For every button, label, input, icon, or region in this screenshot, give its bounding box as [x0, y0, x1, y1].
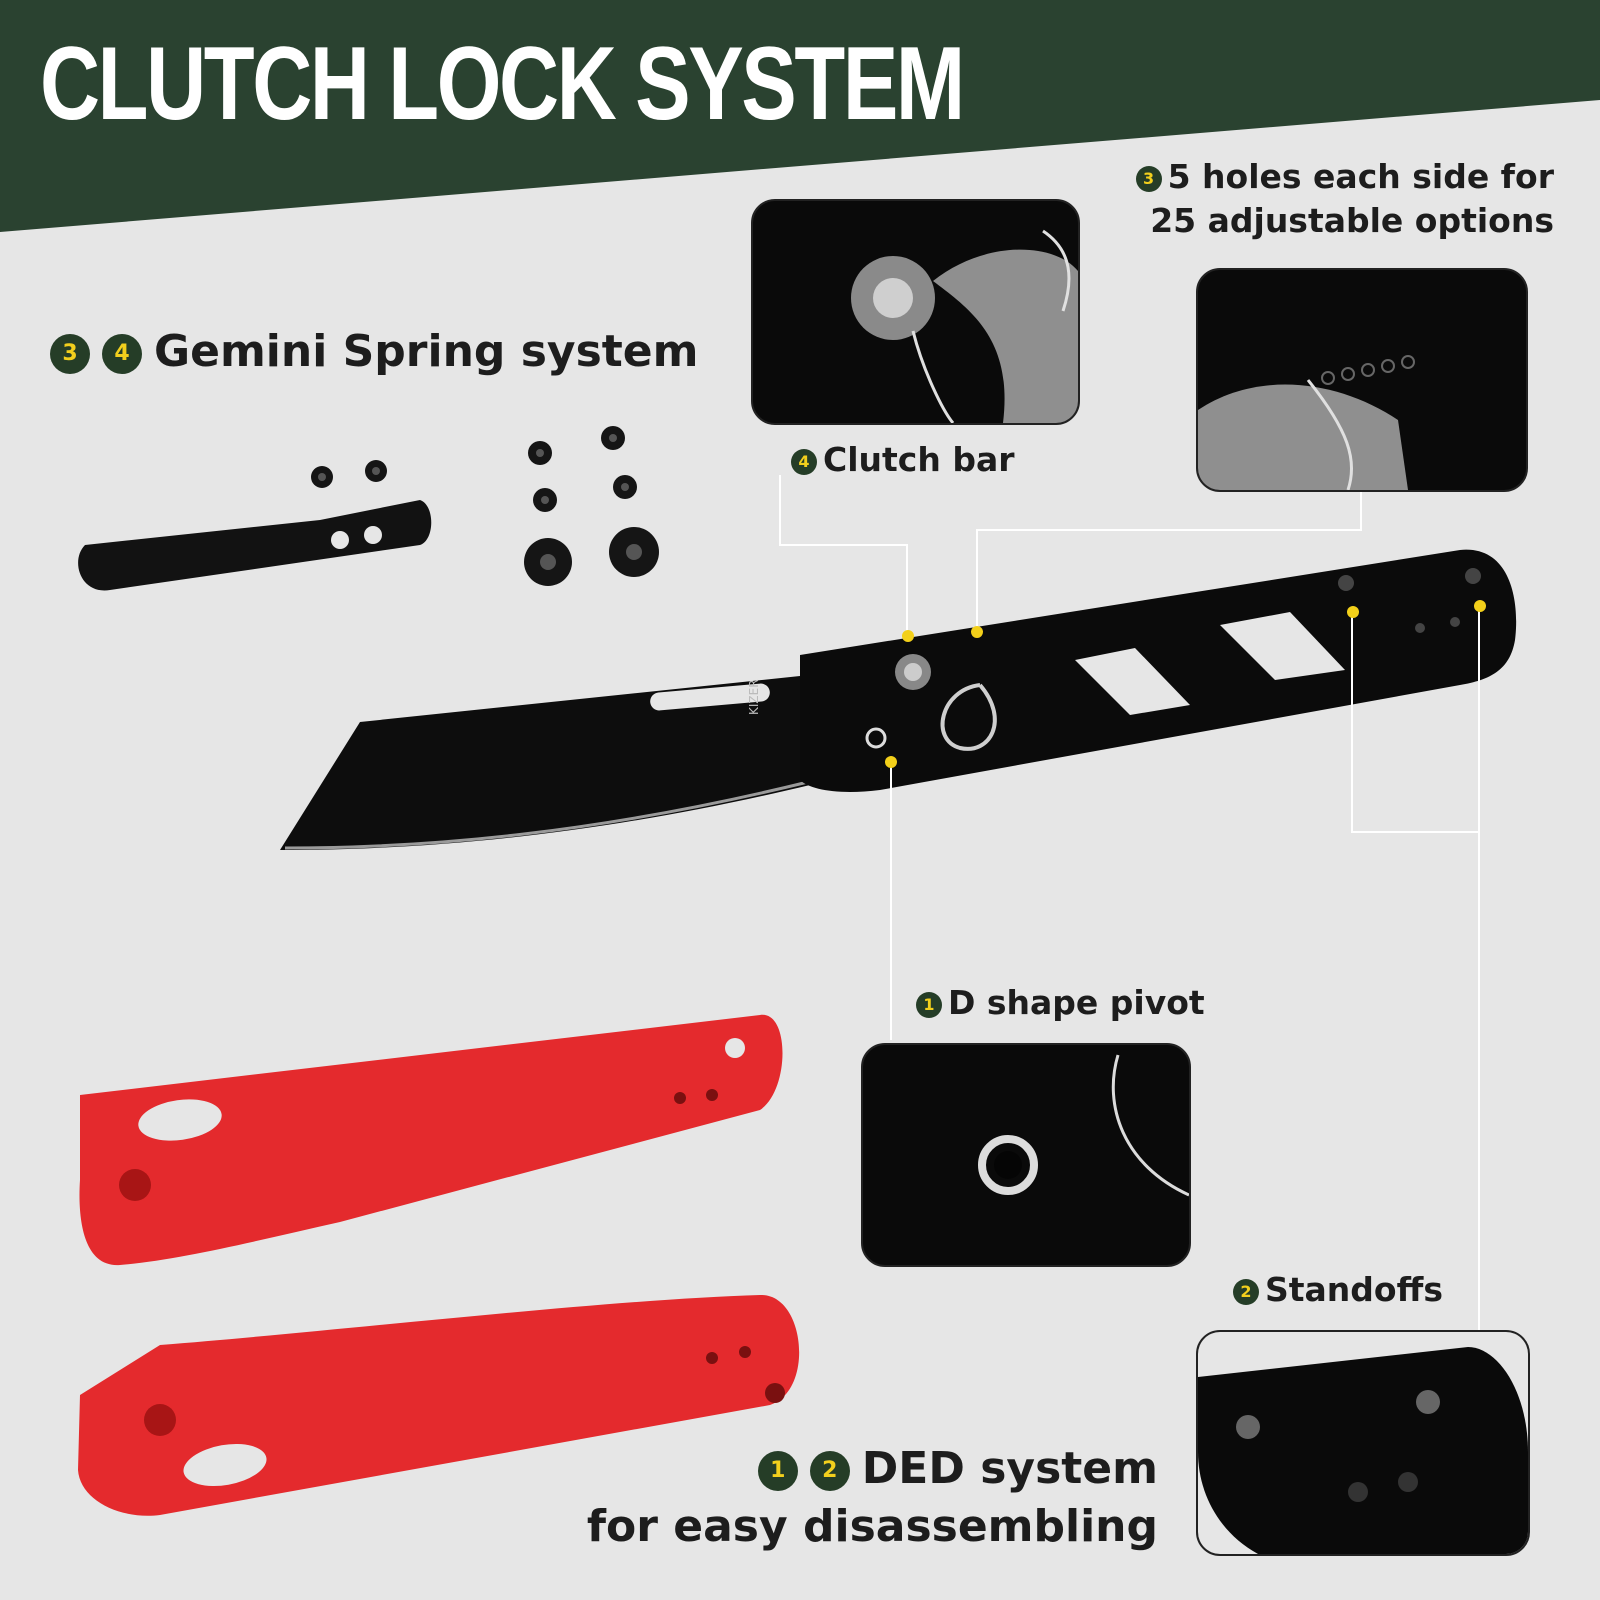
- badge-1: 1: [757, 1451, 798, 1491]
- inset-standoffs: [1196, 1330, 1530, 1556]
- inset-spring-holes: [1196, 268, 1528, 492]
- holes-line-2: 25 adjustable options: [1150, 201, 1554, 240]
- marker-dot-holes: [971, 626, 983, 638]
- connector-lines: [779, 475, 1480, 1338]
- ded-line-2: for easy disassembling: [586, 1501, 1158, 1552]
- pocket-clip-image: [78, 500, 432, 591]
- title-banner: [0, 0, 1600, 232]
- ded-line-1: DED system: [861, 1443, 1158, 1494]
- red-handle-scale-bottom: [78, 1294, 800, 1516]
- knife-logo: KIZER: [747, 679, 761, 715]
- badge-1: 1: [916, 991, 942, 1018]
- red-handle-scale-top: [79, 1014, 783, 1266]
- marker-dot-standoff-1: [1347, 606, 1359, 618]
- inset-d-shape-pivot: [861, 1043, 1191, 1267]
- inset-clutch-bar: [751, 199, 1080, 425]
- knife-image: [280, 549, 1517, 850]
- standoffs-text: Standoffs: [1265, 1270, 1443, 1309]
- badge-4: 4: [102, 334, 142, 374]
- d-pivot-text: D shape pivot: [948, 983, 1205, 1022]
- marker-dot-clutch: [902, 630, 914, 642]
- badge-2: 2: [809, 1451, 850, 1491]
- screws-image: [311, 426, 659, 586]
- marker-dot-pivot: [885, 756, 897, 768]
- badge-2: 2: [1233, 1278, 1259, 1305]
- badge-4: 4: [791, 448, 817, 475]
- badge-3: 3: [50, 334, 90, 374]
- badge-3: 3: [1135, 165, 1162, 192]
- gemini-spring-text: Gemini Spring system: [154, 326, 699, 377]
- holes-line-1: 5 holes each side for: [1167, 157, 1554, 196]
- clutch-bar-text: Clutch bar: [823, 440, 1015, 479]
- page-title: CLUTCH LOCK SYSTEM: [40, 26, 965, 142]
- marker-dot-standoff-2: [1474, 600, 1486, 612]
